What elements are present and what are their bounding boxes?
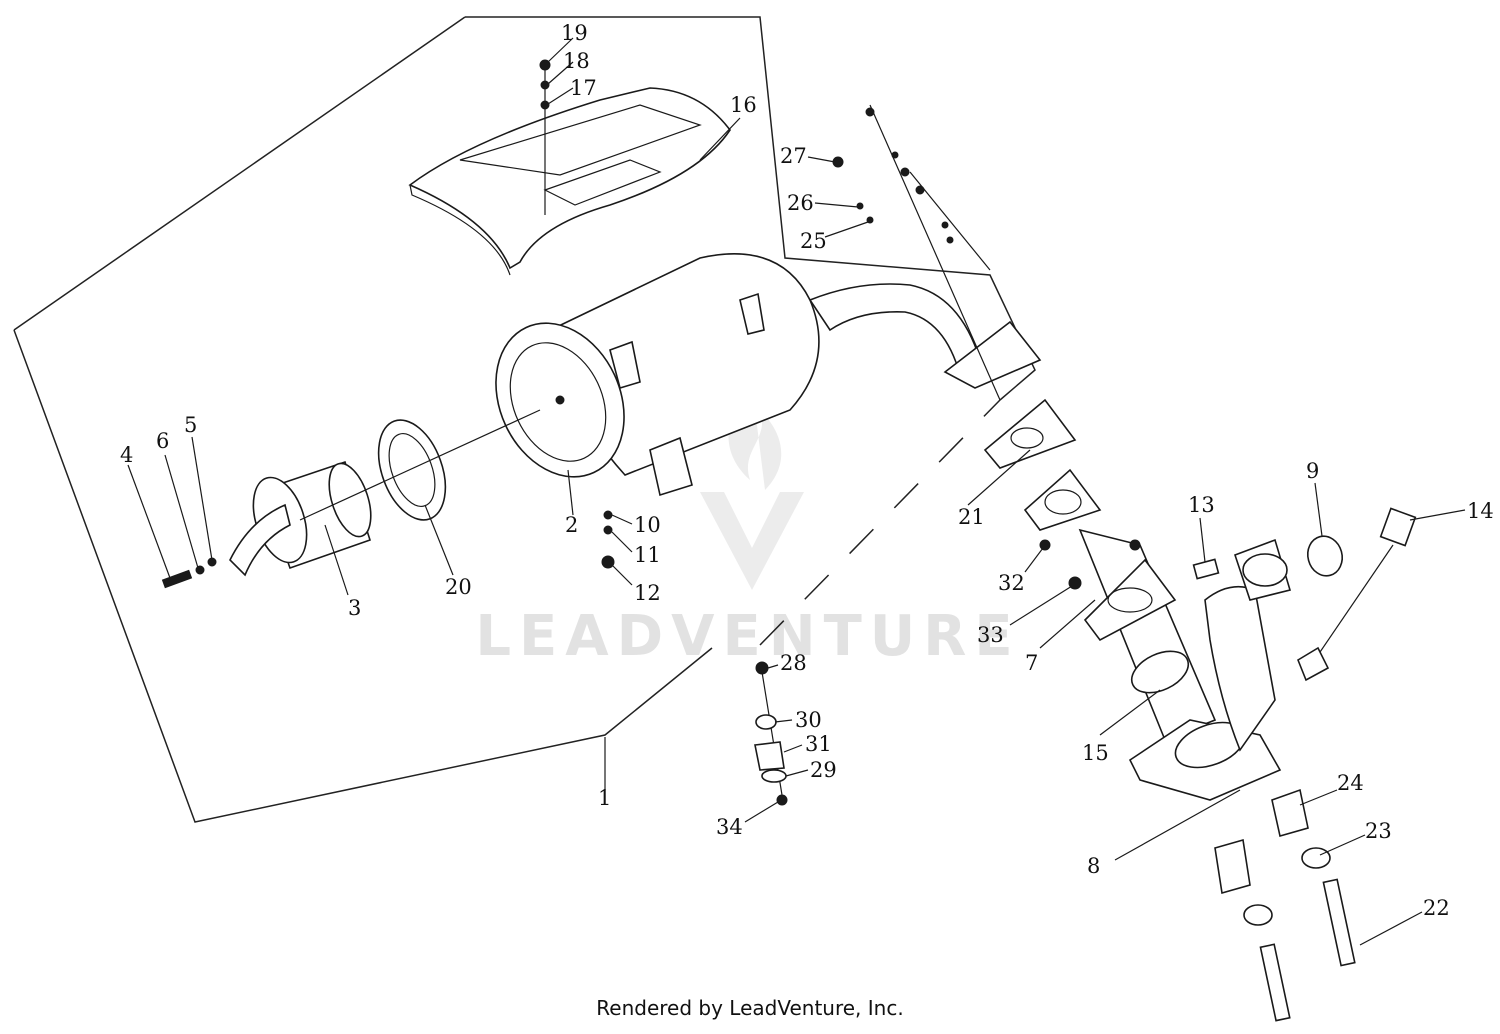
callout-14: 14 xyxy=(1467,499,1494,523)
callout-19: 19 xyxy=(561,21,588,45)
callout-20: 20 xyxy=(445,575,472,599)
callout-31: 31 xyxy=(805,732,832,756)
callout-1: 1 xyxy=(598,786,611,810)
watermark-text: LEADVENTURE xyxy=(475,604,1020,669)
callout-17: 17 xyxy=(570,76,597,100)
exhaust-downpipe xyxy=(1078,528,1292,801)
callout-24: 24 xyxy=(1337,771,1364,795)
callout-13: 13 xyxy=(1188,493,1215,517)
callout-10: 10 xyxy=(634,513,661,537)
callout-28: 28 xyxy=(780,651,807,675)
callout-27: 27 xyxy=(780,144,807,168)
callout-labels: 1 2 3 4 5 6 7 8 9 10 11 12 13 14 15 16 1… xyxy=(120,21,1494,920)
heat-shield xyxy=(408,87,731,276)
callout-30: 30 xyxy=(795,708,822,732)
callout-34: 34 xyxy=(716,815,743,839)
callout-18: 18 xyxy=(563,49,590,73)
muffler-body xyxy=(495,253,981,497)
callout-21: 21 xyxy=(958,505,985,529)
callout-26: 26 xyxy=(787,191,814,215)
callout-15: 15 xyxy=(1082,741,1109,765)
callout-3: 3 xyxy=(348,596,361,620)
callout-16: 16 xyxy=(730,93,757,117)
callout-25: 25 xyxy=(800,229,827,253)
callout-2: 2 xyxy=(565,513,578,537)
callout-6: 6 xyxy=(156,429,169,453)
small-parts xyxy=(1192,507,1417,682)
callout-22: 22 xyxy=(1423,896,1450,920)
callout-32: 32 xyxy=(998,571,1025,595)
callout-33: 33 xyxy=(977,623,1004,647)
callout-4: 4 xyxy=(120,443,133,467)
callout-7: 7 xyxy=(1025,651,1038,675)
callout-5: 5 xyxy=(184,413,197,437)
callout-9: 9 xyxy=(1306,459,1319,483)
leader-lines xyxy=(127,37,1466,946)
callout-29: 29 xyxy=(810,758,837,782)
callout-12: 12 xyxy=(634,581,661,605)
callout-11: 11 xyxy=(634,543,661,567)
watermark-logo: LEADVENTURE xyxy=(475,385,1020,669)
spark-arrestor xyxy=(229,409,541,577)
footer-credit: Rendered by LeadVenture, Inc. xyxy=(596,996,904,1020)
flame-v-logo-icon xyxy=(700,385,804,590)
callout-8: 8 xyxy=(1087,854,1100,878)
callout-23: 23 xyxy=(1365,819,1392,843)
exhaust-flange-gaskets xyxy=(943,320,1102,531)
assembly-bracket xyxy=(13,16,1036,823)
